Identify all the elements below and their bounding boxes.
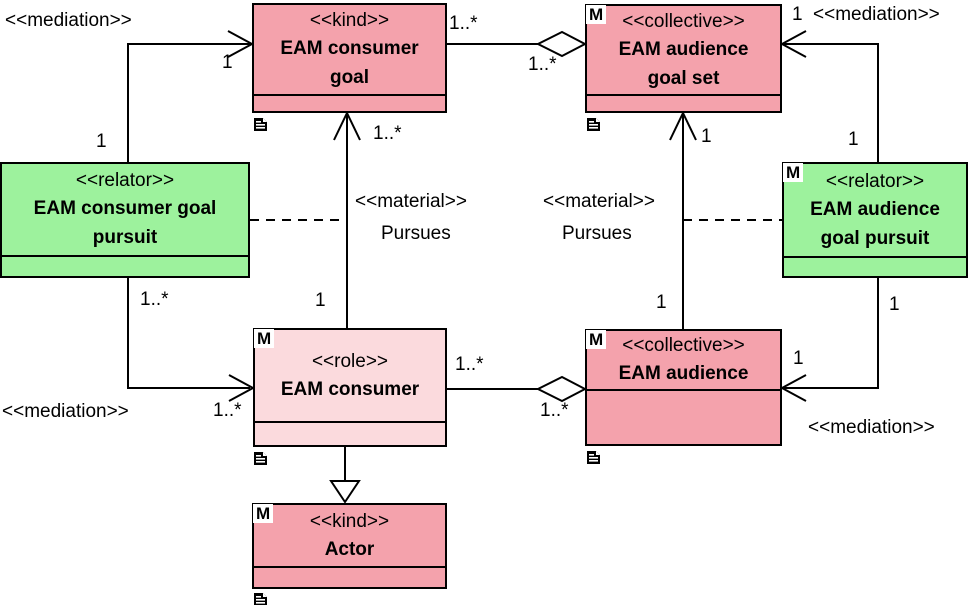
attributes-compartment xyxy=(254,96,445,111)
attributes-compartment xyxy=(587,96,780,111)
class-name: EAM audience xyxy=(618,363,749,384)
mediation-edge-bottom-left xyxy=(127,278,250,389)
multiplicity-label: 1..* xyxy=(449,13,478,34)
class-eam-audience-goal-set[interactable]: M <<collective>> EAM audience goal set xyxy=(585,4,782,113)
note-icon xyxy=(587,451,600,464)
multiplicity-label: 1..* xyxy=(455,354,484,375)
attributes-compartment xyxy=(255,423,445,445)
class-stereotype: <<collective>> xyxy=(622,10,745,32)
mediation-stereotype-label: <<mediation>> xyxy=(5,10,132,31)
mediation-stereotype-label: <<mediation>> xyxy=(808,417,935,438)
class-eam-audience[interactable]: M <<collective>> EAM audience xyxy=(585,329,782,446)
class-name: goal pursuit xyxy=(820,227,930,249)
mediation-edge-bottom-right xyxy=(784,278,879,389)
multiplicity-label: 1..* xyxy=(213,400,242,421)
multiplicity-label: 1 xyxy=(222,52,233,73)
association-name-label: Pursues xyxy=(562,223,632,244)
multiplicity-label: 1..* xyxy=(140,289,169,310)
multiplicity-label: 1 xyxy=(793,348,804,369)
multiplicity-label: 1 xyxy=(701,126,712,147)
class-stereotype: <<relator>> xyxy=(75,170,175,191)
material-stereotype-label: <<material>> xyxy=(355,191,467,212)
class-name: EAM audience xyxy=(810,198,940,220)
mediation-edge-top-right xyxy=(784,43,879,162)
aggregation-diamond-icon xyxy=(535,375,588,403)
class-actor[interactable]: M <<kind>> Actor xyxy=(252,503,447,589)
open-arrow-icon xyxy=(781,30,807,58)
attributes-compartment xyxy=(254,568,445,587)
attributes-compartment xyxy=(587,391,780,444)
multiplicity-label: 1 xyxy=(315,290,326,311)
open-arrow-icon xyxy=(781,374,807,402)
multiplicity-label: 1 xyxy=(889,294,900,315)
multiplicity-label: 1 xyxy=(656,292,667,313)
multiplicity-label: 1..* xyxy=(540,400,569,421)
attributes-compartment xyxy=(2,257,248,276)
class-stereotype: <<relator>> xyxy=(825,170,925,192)
open-arrow-icon xyxy=(227,30,253,58)
multiplicity-label: 1..* xyxy=(528,54,557,75)
class-eam-consumer-goal-pursuit[interactable]: <<relator>> EAM consumer goal pursuit xyxy=(0,162,250,278)
note-icon xyxy=(254,593,267,605)
attributes-compartment xyxy=(784,258,966,276)
multiplicity-label: 1 xyxy=(792,4,803,25)
class-stereotype: <<kind>> xyxy=(309,510,390,532)
multiplicity-label: 1 xyxy=(96,131,107,152)
class-name: EAM consumer xyxy=(280,38,419,59)
class-name: pursuit xyxy=(92,227,158,248)
class-stereotype: <<kind>> xyxy=(309,10,390,31)
class-stereotype: <<collective>> xyxy=(622,335,745,356)
note-icon xyxy=(254,452,267,465)
modal-marker: M xyxy=(586,330,607,349)
open-arrow-icon xyxy=(669,112,697,141)
class-name: Actor xyxy=(324,538,375,560)
material-stereotype-label: <<material>> xyxy=(543,191,655,212)
class-eam-consumer[interactable]: M <<role>> EAM consumer xyxy=(253,328,447,447)
modal-marker: M xyxy=(586,5,607,24)
class-name: EAM audience xyxy=(618,38,749,60)
class-eam-audience-goal-pursuit[interactable]: M <<relator>> EAM audience goal pursuit xyxy=(782,162,968,278)
modal-marker: M xyxy=(254,329,275,348)
aggregation-diamond-icon xyxy=(535,30,588,58)
note-icon xyxy=(587,118,600,131)
modal-marker: M xyxy=(253,504,274,523)
modal-marker: M xyxy=(783,163,804,182)
multiplicity-label: 1 xyxy=(848,129,859,150)
mediation-stereotype-label: <<mediation>> xyxy=(2,401,129,422)
open-arrow-icon xyxy=(333,112,361,141)
open-arrow-icon xyxy=(228,374,254,402)
class-name: EAM consumer goal xyxy=(33,198,217,219)
mediation-stereotype-label: <<mediation>> xyxy=(813,4,940,25)
class-name: goal set xyxy=(647,67,720,89)
association-name-label: Pursues xyxy=(381,223,451,244)
class-stereotype: <<role>> xyxy=(311,350,389,372)
multiplicity-label: 1..* xyxy=(373,123,402,144)
class-eam-consumer-goal[interactable]: <<kind>> EAM consumer goal xyxy=(252,3,447,113)
class-name: EAM consumer xyxy=(280,378,420,400)
mediation-edge-top-left xyxy=(127,43,250,162)
note-icon xyxy=(254,118,267,131)
class-name: goal xyxy=(329,67,370,88)
generalization-triangle-icon xyxy=(329,480,361,504)
